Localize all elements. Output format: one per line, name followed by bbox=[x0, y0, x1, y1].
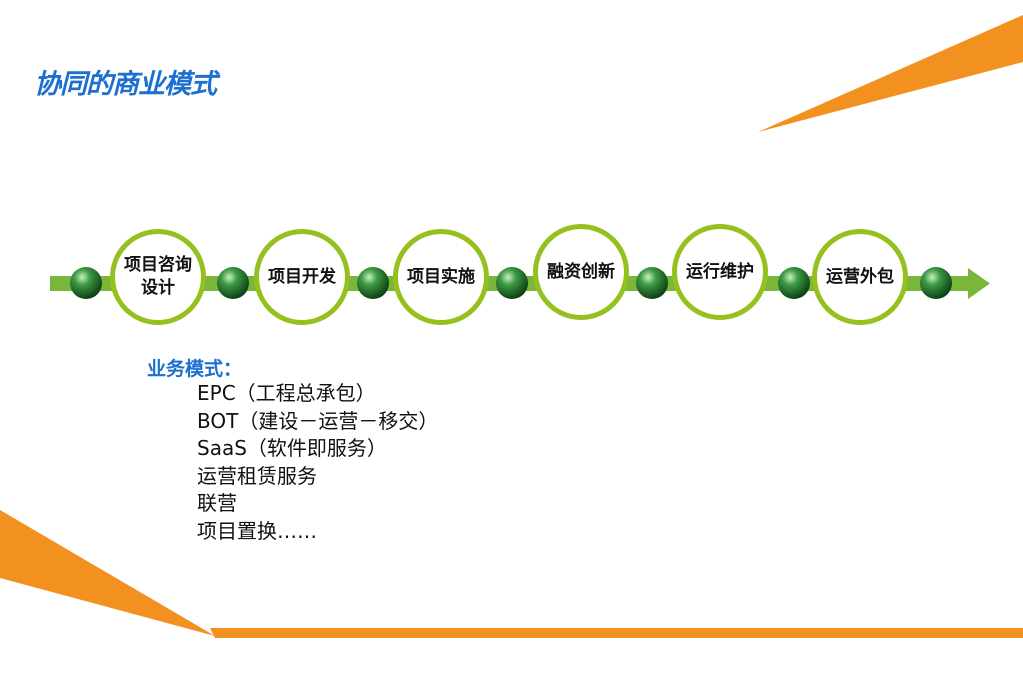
step-financing-innovation: 融资创新 bbox=[533, 224, 629, 320]
list-item: 项目置换…… bbox=[197, 518, 317, 543]
step-project-implementation: 项目实施 bbox=[393, 229, 489, 325]
connector-bead bbox=[496, 267, 528, 299]
connector-bead bbox=[217, 267, 249, 299]
step-operation-maintenance: 运行维护 bbox=[672, 224, 768, 320]
connector-bead bbox=[357, 267, 389, 299]
step-label: 项目开发 bbox=[268, 266, 336, 287]
bottom-left-swoosh bbox=[0, 510, 215, 636]
step-operation-outsourcing: 运营外包 bbox=[812, 229, 908, 325]
list-item: SaaS（软件即服务） bbox=[197, 436, 387, 460]
list-item: 联营 bbox=[197, 491, 237, 515]
connector-bead bbox=[636, 267, 668, 299]
page-title: 协同的商业模式 bbox=[34, 69, 217, 100]
step-consulting-design: 项目咨询 设计 bbox=[110, 229, 206, 325]
arrow-head bbox=[968, 268, 990, 299]
bottom-band bbox=[210, 628, 1023, 638]
business-model-list: EPC（工程总承包） BOT（建设－运营－移交） SaaS（软件即服务） 运营租… bbox=[197, 380, 438, 545]
top-right-swoosh bbox=[758, 15, 1023, 132]
step-label: 项目咨询 设计 bbox=[124, 255, 192, 298]
step-label: 运营外包 bbox=[826, 266, 894, 287]
step-label: 融资创新 bbox=[547, 261, 615, 282]
step-label: 项目实施 bbox=[407, 266, 475, 287]
list-item: BOT（建设－运营－移交） bbox=[197, 408, 439, 433]
connector-bead bbox=[920, 267, 952, 299]
connector-beads bbox=[70, 267, 952, 299]
connector-bead bbox=[70, 267, 102, 299]
step-label: 运行维护 bbox=[686, 261, 754, 282]
step-project-development: 项目开发 bbox=[254, 229, 350, 325]
connector-bead bbox=[778, 267, 810, 299]
list-item: EPC（工程总承包） bbox=[197, 381, 376, 405]
business-model-heading: 业务模式： bbox=[147, 358, 243, 380]
list-item: 运营租赁服务 bbox=[197, 463, 317, 488]
